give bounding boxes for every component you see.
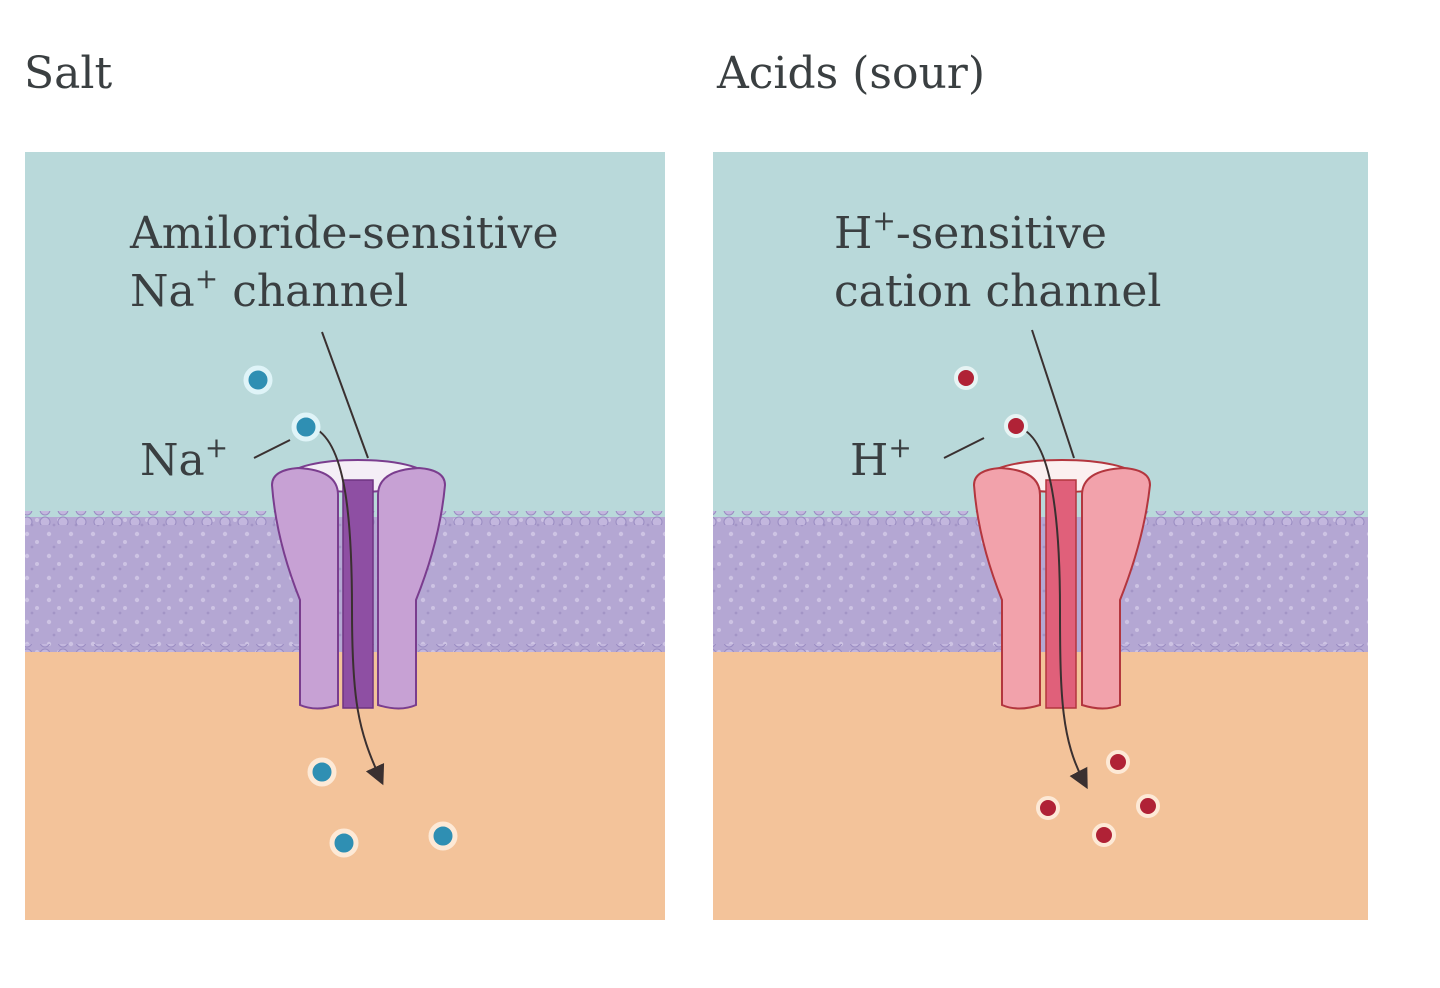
salt-panel-title: Salt	[24, 48, 113, 99]
acid-flow-arrow-icon	[1019, 427, 1088, 790]
proton-dot-icon	[1004, 414, 1028, 438]
proton-sensitive-cation-channel-icon	[972, 459, 1152, 710]
acid-extracellular-region	[713, 152, 1368, 517]
acid-panel: H+-sensitive cation channel H+	[713, 152, 1368, 920]
sodium-ion-dot-icon	[307, 757, 337, 787]
proton-label: H+	[850, 431, 912, 486]
proton-dot-icon	[1092, 823, 1116, 847]
proton-dot-icon	[954, 366, 978, 390]
proton-dot-icon	[1106, 750, 1130, 774]
salt-channel-label-line1: Amiloride-sensitive	[129, 208, 559, 259]
sodium-ion-dot-icon	[243, 365, 273, 395]
sodium-ion-dot-icon	[291, 412, 321, 442]
sodium-ion-dot-icon	[329, 828, 359, 858]
salt-channel-label-line2: Na+ channel	[130, 262, 408, 317]
salt-panel: Amiloride-sensitive Na+ channel Na+	[25, 152, 665, 920]
acid-channel-label-line2: cation channel	[834, 266, 1161, 317]
proton-dot-icon	[1136, 794, 1160, 818]
salt-flow-arrow-icon	[311, 426, 385, 786]
sodium-ion-dots	[243, 365, 458, 858]
proton-dots	[954, 366, 1160, 847]
sodium-ion-dot-icon	[428, 821, 458, 851]
salt-extracellular-region	[25, 152, 665, 517]
acid-channel-label-line1: H+-sensitive	[834, 204, 1107, 259]
proton-dot-icon	[1036, 796, 1060, 820]
sodium-ion-label: Na+	[140, 431, 228, 486]
acid-panel-title: Acids (sour)	[717, 48, 985, 99]
